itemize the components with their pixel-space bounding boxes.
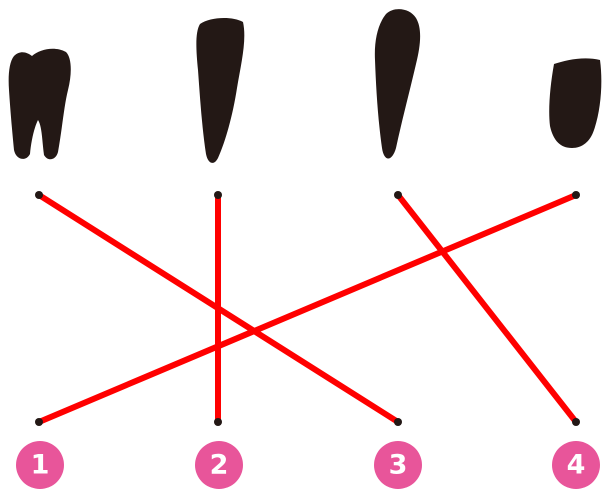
number-label-2: 2 [210, 450, 229, 481]
number-badge-1: 1 [16, 441, 64, 489]
number-label-1: 1 [31, 450, 50, 481]
tooth-molar-icon [8, 48, 71, 160]
number-badge-4: 4 [552, 441, 600, 489]
tooth-incisor-icon [374, 9, 421, 159]
tooth-canine-icon [196, 18, 245, 163]
match-line-deciduous-to-1 [36, 192, 579, 425]
match-line-incisor-to-4 [395, 192, 579, 425]
top-endpoint-incisor [394, 191, 402, 199]
top-endpoint-deciduous [572, 191, 580, 199]
top-endpoint-canine [214, 191, 222, 199]
bottom-endpoint-4 [572, 418, 580, 426]
bottom-endpoint-1 [35, 418, 43, 426]
endpoint-dots [35, 191, 580, 426]
number-label-4: 4 [567, 450, 586, 481]
tooth-deciduous-icon [549, 58, 602, 148]
bottom-endpoint-3 [394, 418, 402, 426]
number-badge-3: 3 [374, 441, 422, 489]
number-badge-2: 2 [195, 441, 243, 489]
top-endpoint-molar [35, 191, 43, 199]
bottom-endpoint-2 [214, 418, 222, 426]
matching-lines [36, 192, 579, 425]
number-label-3: 3 [389, 450, 408, 481]
